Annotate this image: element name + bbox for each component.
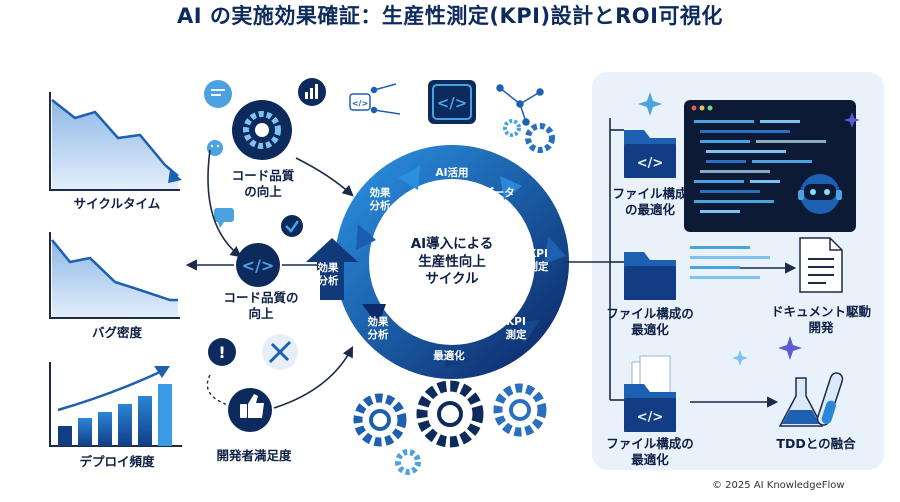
cycle-step-optimization: 最適化 xyxy=(433,350,465,362)
file-structure-3-label: ファイル構成の 最適化 xyxy=(606,436,694,468)
page-title: AI の実施効果確証：生産性測定(KPI)設計とROI可視化 xyxy=(177,4,723,28)
network-icon xyxy=(370,83,544,126)
check-icon xyxy=(281,215,303,237)
mini-code-icon: </> xyxy=(349,93,371,111)
svg-text:</>: </> xyxy=(637,156,664,171)
cycle-time-chart xyxy=(49,92,182,191)
code-quality-mid-label: コード品質の 向上 xyxy=(223,290,299,322)
file-structure-1-label: ファイル構成 の最適化 xyxy=(612,186,688,218)
file-structure-2-label: ファイル構成の 最適化 xyxy=(606,306,694,338)
sparkle-icon xyxy=(638,92,860,366)
cycle-step-ai-usage: AI活用 xyxy=(435,167,469,179)
metric-bug-density-label: バグ密度 xyxy=(91,325,142,340)
chat-bubble-icon xyxy=(204,80,232,108)
message-icon xyxy=(214,208,234,228)
flask-icon xyxy=(778,372,844,427)
svg-text:</>: </> xyxy=(437,94,468,112)
bar-chart-icon xyxy=(298,78,326,106)
up-arrow xyxy=(306,238,358,300)
cycle-center-label: AI導入による 生産性向上 サイクル xyxy=(410,236,494,288)
developer-satisfaction-label: 開発者満足度 xyxy=(216,448,292,463)
metric-deploy-frequency-label: デプロイ頻度 xyxy=(79,454,155,469)
code-quality-top-label: コード品質 の向上 xyxy=(231,168,295,200)
svg-text:!: ! xyxy=(218,343,225,362)
svg-text:</>: </> xyxy=(242,256,275,275)
cycle-step-effect-analysis-3: 効果 分析 xyxy=(367,316,389,342)
code-badge-icon: </> xyxy=(428,80,476,124)
folder-icon xyxy=(624,252,676,300)
svg-text:</>: </> xyxy=(637,410,664,425)
metric-cycle-time-label: サイクルタイム xyxy=(73,196,161,211)
deploy-frequency-chart xyxy=(49,362,182,447)
tdd-fusion-label: TDDとの融合 xyxy=(776,436,856,451)
cycle-step-effect-analysis-1: 効果 分析 xyxy=(369,187,391,213)
cycle-step-data-collection: データ 収集 xyxy=(483,187,515,213)
thumbs-up-icon xyxy=(228,388,272,432)
svg-text:</>: </> xyxy=(352,99,368,108)
folder-icon: </> xyxy=(624,130,676,178)
code-icon: </> xyxy=(236,243,280,287)
document-icon xyxy=(799,237,843,293)
cycle-step-effect-analysis-2: 効果 分析 xyxy=(317,262,339,288)
document-driven-label: ドキュメント駆動 開発 xyxy=(770,304,871,336)
folder-icon: </> xyxy=(624,355,676,432)
cycle-step-kpi-measure-1: KPI 測定 xyxy=(527,248,549,274)
robot-icon xyxy=(798,174,842,214)
gears-group xyxy=(353,119,555,475)
doc-lines xyxy=(690,246,770,279)
bug-density-chart xyxy=(49,232,180,319)
smile-icon xyxy=(207,140,223,156)
code-editor-window xyxy=(684,100,856,232)
gear-icon xyxy=(232,100,292,160)
alert-icon: ! xyxy=(208,338,236,366)
cycle-step-kpi-measure-2: KPI 測定 xyxy=(505,316,527,342)
tools-icon xyxy=(262,334,298,370)
copyright-text: © 2025 AI KnowledgeFlow xyxy=(712,480,845,491)
